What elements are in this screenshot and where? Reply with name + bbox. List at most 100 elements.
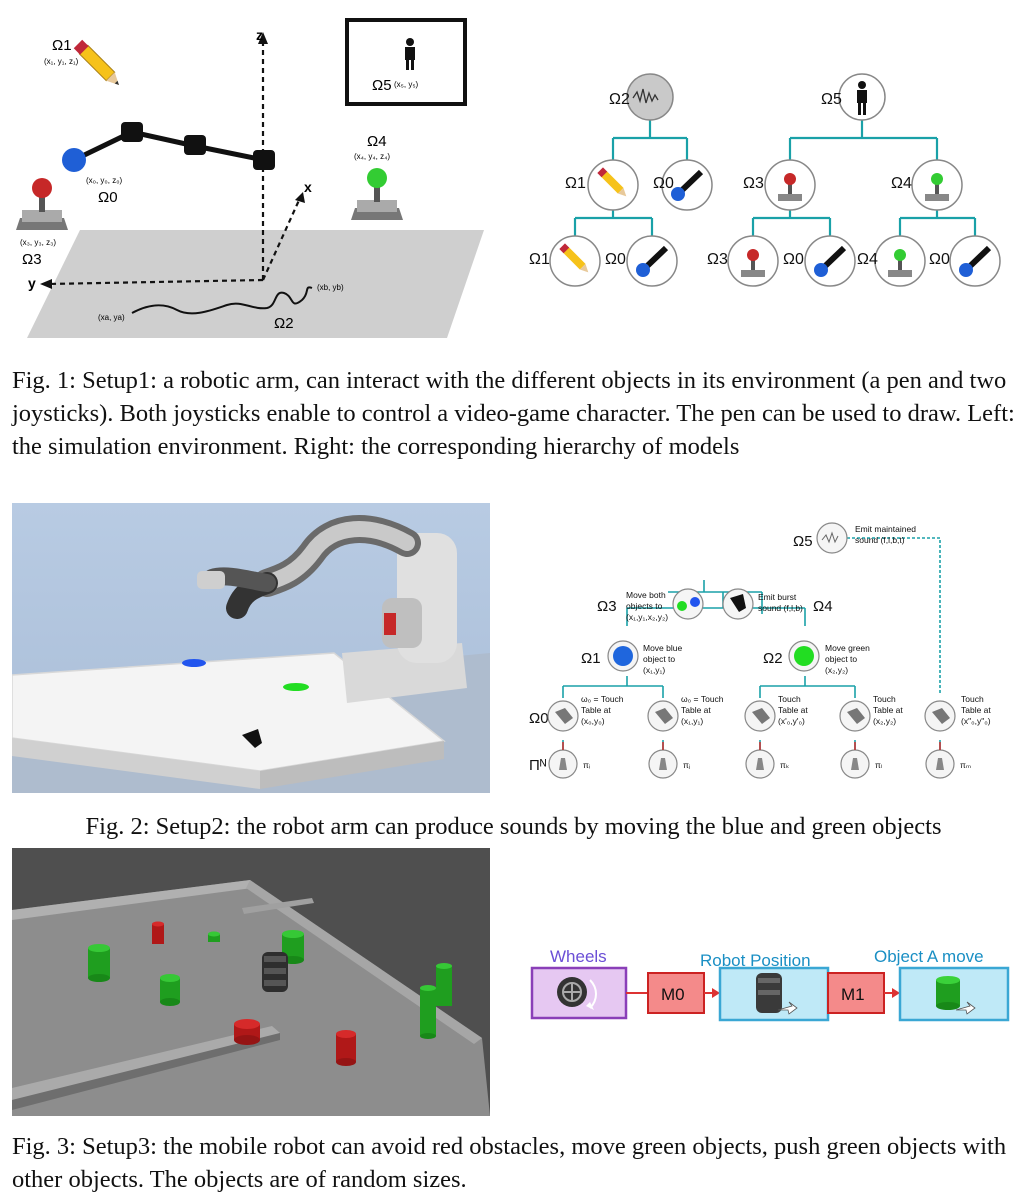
tree-label: Ω0 bbox=[783, 251, 804, 268]
mobile-robot-icon bbox=[756, 973, 798, 1015]
leaf-desc: (x₂,y₂) bbox=[873, 716, 896, 726]
node-omega2 bbox=[626, 73, 674, 121]
leaf-desc: Table at bbox=[873, 705, 903, 715]
joystick-green-icon bbox=[351, 168, 403, 220]
leaf-desc: ω₀ = Touch bbox=[681, 694, 724, 704]
node-omega5 bbox=[838, 73, 886, 121]
fig2-robot-scene bbox=[12, 503, 490, 793]
node-omega3 bbox=[764, 159, 816, 211]
omega4-label: Ω4 bbox=[367, 133, 387, 150]
pen-icon bbox=[559, 243, 589, 273]
fig3-model-chain: Wheels M0 Robot Position M1 Object A mov… bbox=[530, 947, 1010, 1022]
green-cylinder bbox=[88, 944, 110, 982]
pen-icon bbox=[73, 39, 119, 85]
red-cylinder bbox=[234, 1019, 260, 1045]
fig3-mobile-robot-scene bbox=[12, 848, 490, 1116]
omega1-label: Ω1 bbox=[581, 650, 601, 667]
blue-object bbox=[182, 659, 206, 667]
policy-node bbox=[840, 742, 870, 779]
axis-z-label: z bbox=[256, 27, 263, 43]
omega0-label: Ω0 bbox=[529, 710, 549, 727]
arm-joint bbox=[121, 122, 143, 142]
omega5-label: Ω5 bbox=[372, 77, 392, 94]
omega3-label: Ω3 bbox=[22, 251, 42, 268]
arm-joint bbox=[184, 135, 206, 155]
leaf-desc: (x"₀,y"₀) bbox=[961, 716, 991, 726]
touch-node bbox=[647, 700, 679, 732]
tree-label: Ω1 bbox=[565, 175, 586, 192]
tree-label: Ω0 bbox=[653, 175, 674, 192]
joystick-red-icon bbox=[778, 173, 802, 201]
axis-x-label: x bbox=[304, 179, 312, 195]
omega4-label: Ω4 bbox=[813, 598, 833, 615]
leaf-desc: (x'₀,y'₀) bbox=[778, 716, 805, 726]
leaf-desc: Table at bbox=[581, 705, 611, 715]
node-omega0-leaf bbox=[804, 235, 856, 287]
leaf-desc: Table at bbox=[961, 705, 991, 715]
joystick-red-icon bbox=[16, 178, 68, 230]
omega5-coords: (x₅, y₅) bbox=[394, 80, 419, 89]
wheel-icon bbox=[557, 977, 597, 1010]
fig1-model-hierarchy: Ω2 Ω5 Ω1 Ω0 Ω3 Ω4 Ω1 Ω0 Ω3 Ω0 Ω4 Ω0 bbox=[529, 73, 1001, 287]
node-omega3 bbox=[672, 588, 704, 620]
omega5-label: Ω5 bbox=[793, 533, 813, 550]
green-object bbox=[283, 683, 309, 691]
pi-label: πᵢ bbox=[583, 760, 590, 770]
green-cylinder bbox=[436, 963, 452, 1006]
axis-y-label: y bbox=[28, 275, 36, 291]
policy-node bbox=[548, 742, 578, 779]
joystick-green-icon bbox=[888, 249, 912, 277]
node-omega3-leaf bbox=[727, 235, 779, 287]
tree-label: Ω4 bbox=[857, 251, 878, 268]
omega2-desc: (x₂,y₂) bbox=[825, 665, 848, 675]
leaf-desc: Table at bbox=[681, 705, 711, 715]
node-omega1-leaf bbox=[549, 235, 601, 287]
red-cylinder bbox=[152, 921, 164, 944]
pi-label: πₗ bbox=[875, 760, 882, 770]
omega2-desc: Move green bbox=[825, 643, 870, 653]
node-omega4-leaf bbox=[874, 235, 926, 287]
policy-node bbox=[648, 742, 678, 779]
tree-label: Ω3 bbox=[707, 251, 728, 268]
tree-label: Ω0 bbox=[929, 251, 950, 268]
green-cylinder bbox=[160, 974, 180, 1006]
omega5-desc: Emit maintained bbox=[855, 524, 916, 534]
omega4-desc: Emit burst bbox=[758, 592, 797, 602]
end-effector-blue bbox=[62, 148, 86, 172]
node-omega1 bbox=[587, 159, 639, 211]
tree-label: Ω0 bbox=[605, 251, 626, 268]
m1-box bbox=[827, 972, 885, 1014]
fig1-simulation-environment: z x y (xa, ya) (xb, yb) Ω2 (x₀, y₀, z₀) … bbox=[16, 18, 484, 338]
pi-label: πₘ bbox=[960, 760, 971, 770]
omega3-desc: (x₁,y₁,x₂,y₂) bbox=[626, 612, 668, 622]
fig2-model-tree: Ω5 Emit maintained sound (f,l,b,t) Ω3 Mo… bbox=[529, 522, 991, 779]
omega3-coords: (x₃, y₃, z₃) bbox=[20, 238, 56, 247]
touch-node bbox=[839, 700, 871, 732]
omega2-label: Ω2 bbox=[763, 650, 783, 667]
omega1-desc: object to bbox=[643, 654, 675, 664]
omega3-desc: objects to bbox=[626, 601, 663, 611]
omega1-desc: (x₁,y₁) bbox=[643, 665, 665, 675]
leaf-desc: Table at bbox=[778, 705, 808, 715]
omega1-coords: (x₁, y₁, z₁) bbox=[44, 57, 79, 66]
touch-node bbox=[744, 700, 776, 732]
touch-node bbox=[547, 700, 579, 732]
m1-label: M1 bbox=[841, 985, 865, 1004]
wheels-title: Wheels bbox=[550, 947, 607, 966]
person-icon bbox=[857, 81, 867, 115]
fig3-caption: Fig. 3: Setup3: the mobile robot can avo… bbox=[12, 1133, 1007, 1193]
drawn-curve bbox=[131, 286, 313, 315]
tree-label: Ω2 bbox=[609, 91, 630, 108]
omega0-coords: (x₀, y₀, z₀) bbox=[86, 176, 123, 185]
leaf-desc: (x₁,y₁) bbox=[681, 716, 703, 726]
start-coords: (xa, ya) bbox=[98, 313, 125, 322]
joystick-green-icon bbox=[925, 173, 949, 201]
leaf-desc: Touch bbox=[778, 694, 801, 704]
pi-label: πₖ bbox=[780, 760, 790, 770]
green-cylinder-icon bbox=[936, 976, 976, 1015]
node-omega5 bbox=[816, 522, 848, 554]
tree-label: Ω4 bbox=[891, 175, 912, 192]
fig2-caption: Fig. 2: Setup2: the robot arm can produc… bbox=[85, 813, 942, 840]
end-coords: (xb, yb) bbox=[317, 283, 344, 292]
omega4-coords: (x₄, y₄, z₄) bbox=[354, 152, 390, 161]
